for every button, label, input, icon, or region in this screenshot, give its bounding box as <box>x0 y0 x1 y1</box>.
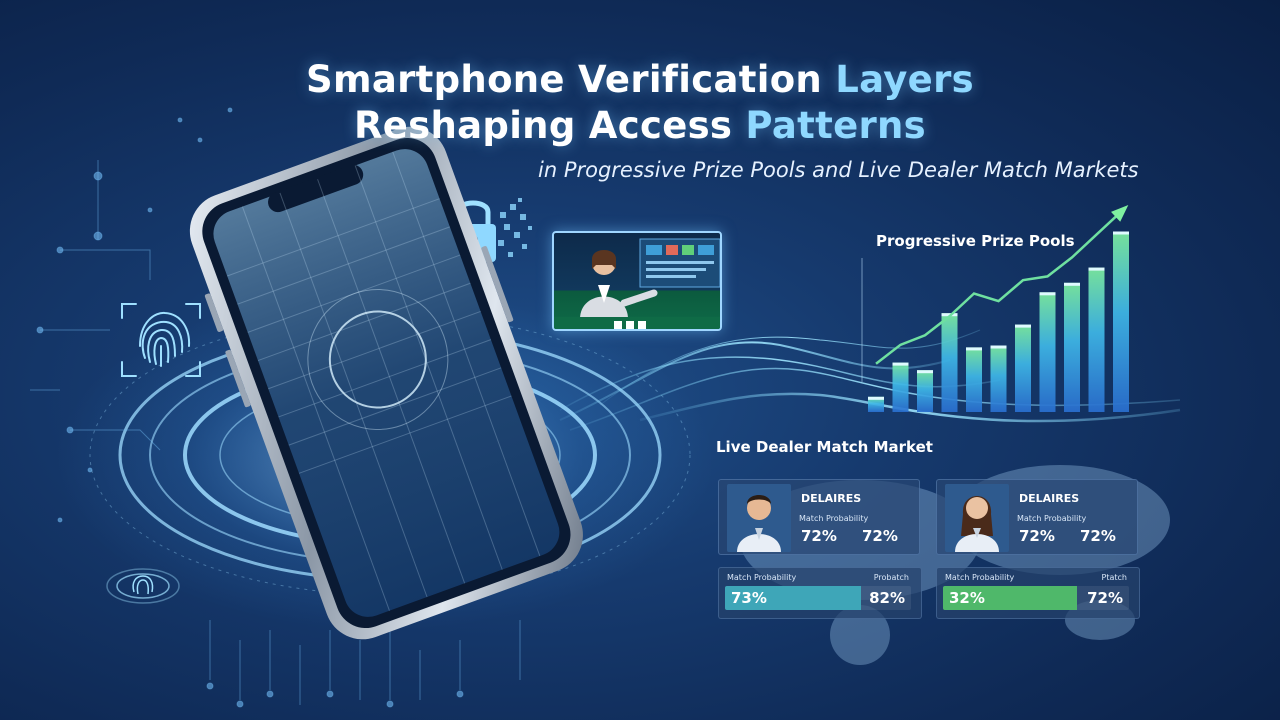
avatar <box>727 484 791 552</box>
match-bar-2[interactable]: Match Probability Ptatch 32% 72% <box>936 567 1140 619</box>
live-dealer-video-thumbnail <box>552 231 722 331</box>
bar-label-right: Probatch <box>873 573 909 582</box>
chart-bar-cap-7 <box>1015 324 1031 328</box>
dealer-metric-label: Match Probability <box>1017 514 1087 523</box>
headline-line-2-accent: Patterns <box>745 104 926 147</box>
chart-bar-cap-3 <box>917 370 933 374</box>
dealer-illustration <box>554 238 720 329</box>
dealer-value-b: 72% <box>862 527 898 545</box>
dealer-value-b: 72% <box>1080 527 1116 545</box>
smartphone-icon <box>189 126 583 640</box>
headline-line-1-accent: Layers <box>835 58 974 101</box>
circuit-lines <box>30 107 521 708</box>
avatar <box>945 484 1009 552</box>
chart-bar-3 <box>917 370 933 412</box>
dealer-card-1[interactable]: DELAIRES Match Probability 72% 72% <box>718 479 920 555</box>
fingerprint-icon-small <box>106 568 180 604</box>
bar-value-right: 72% <box>1087 589 1123 607</box>
dealer-name: DELAIRES <box>801 492 862 505</box>
chart-bar-1 <box>868 396 884 412</box>
chart-title: Progressive Prize Pools <box>876 232 1075 250</box>
dealer-card-2[interactable]: DELAIRES Match Probability 72% 72% <box>936 479 1138 555</box>
chart-bars <box>868 231 1129 412</box>
chart-bar-8 <box>1039 292 1056 412</box>
bar-value-right: 82% <box>869 589 905 607</box>
dealer-value-a: 72% <box>1019 527 1055 545</box>
chart-bar-cap-8 <box>1039 292 1056 296</box>
subtitle: in Progressive Prize Pools and Live Deal… <box>538 158 1139 182</box>
data-stream <box>559 329 1181 431</box>
dealer-name: DELAIRES <box>1019 492 1080 505</box>
progress-bar <box>725 586 911 610</box>
trend-line <box>875 210 1122 365</box>
headline-line-1-main: Smartphone Verification <box>306 58 823 101</box>
chart-bar-cap-9 <box>1064 282 1080 286</box>
chart-bar-5 <box>966 347 982 412</box>
chart-bar-cap-11 <box>1113 231 1129 235</box>
bar-label-left: Match Probability <box>727 573 797 582</box>
match-bar-1[interactable]: Match Probability Probatch 73% 82% <box>718 567 922 619</box>
market-title: Live Dealer Match Market <box>716 438 933 456</box>
chart-bar-10 <box>1088 267 1105 412</box>
bar-label-left: Match Probability <box>945 573 1015 582</box>
progress-bar <box>943 586 1129 610</box>
chart-bar-cap-1 <box>868 396 884 400</box>
headline-line-2: Reshaping Access Patterns <box>0 104 1280 147</box>
chart-bar-9 <box>1064 282 1080 412</box>
bar-value-left: 32% <box>949 589 985 607</box>
fingerprint-icon-left <box>121 303 201 377</box>
chart-bar-11 <box>1113 231 1129 412</box>
headline-line-2-main: Reshaping Access <box>354 104 733 147</box>
chart-bar-4 <box>941 313 958 412</box>
chart-bar-cap-2 <box>892 362 909 366</box>
dealer-metric-label: Match Probability <box>799 514 869 523</box>
chart-bar-cap-5 <box>966 347 982 351</box>
trend-arrow-icon <box>1111 204 1129 222</box>
chart-bar-6 <box>990 345 1007 412</box>
chart-bar-cap-6 <box>990 345 1007 349</box>
chart-bar-2 <box>892 362 909 412</box>
headline-line-1: Smartphone Verification Layers <box>0 58 1280 101</box>
dealer-value-a: 72% <box>801 527 837 545</box>
bar-value-left: 73% <box>731 589 767 607</box>
chart-bar-7 <box>1015 324 1031 412</box>
bar-label-right: Ptatch <box>1101 573 1127 582</box>
chart-bar-cap-10 <box>1088 267 1105 271</box>
